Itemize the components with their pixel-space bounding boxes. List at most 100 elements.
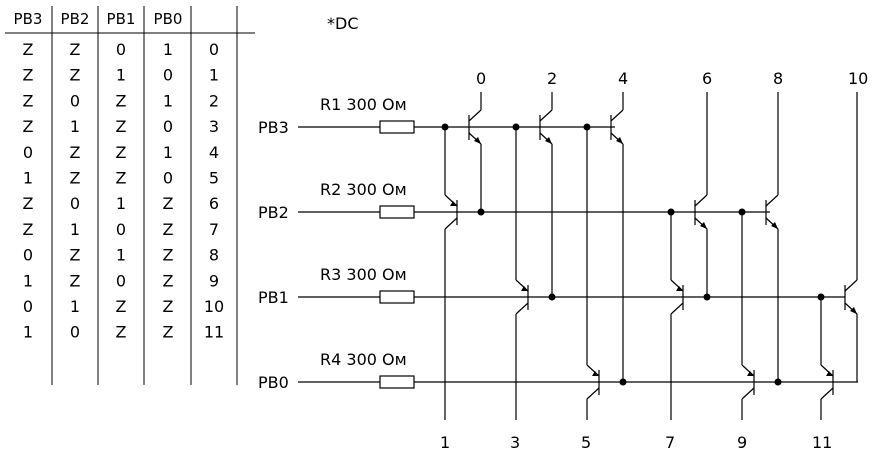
table-cell: 3 [209,117,219,136]
junction-dot [817,293,825,301]
port-line-pb1: PB1 R3 300 Ом [258,265,845,307]
transistor-q1 [444,127,458,420]
table-cell: 0 [209,40,219,59]
junction-dot [619,378,627,386]
top-output-labels: 0 2 4 6 8 10 [476,69,868,88]
table-cell: 0 [116,40,126,59]
junction-dots [441,123,825,386]
output-label-bottom: 9 [737,433,747,452]
output-label-top: 2 [547,69,557,88]
junction-dot [583,123,591,131]
table-cell: Z [70,169,81,188]
table-cell: Z [23,117,34,136]
table-cell: 11 [204,323,224,342]
table-cell: Z [70,66,81,85]
table-header-cell: PB3 [14,10,43,28]
table-cell: 7 [209,220,219,239]
junction-dot [441,123,449,131]
port-label: PB1 [258,288,289,307]
table-cell: 0 [163,66,173,85]
junction-dot [512,123,520,131]
table-header-cell: PB1 [107,10,136,28]
transistor-q0 [468,92,482,212]
resistor-r4 [379,375,415,389]
port-label: PB0 [258,373,289,392]
table-cell: Z [116,323,127,342]
table-cell: Z [70,246,81,265]
table-cell: 1 [70,297,80,316]
table-cell: 1 [23,169,33,188]
port-line-pb0: PB0 R4 300 Ом [258,350,858,392]
table-cell: Z [23,40,34,59]
table-header-cell: PB2 [61,10,90,28]
transistor-q9 [741,212,755,420]
table-cell: 0 [70,323,80,342]
resistor-label: R1 300 Ом [320,95,407,114]
output-label-top: 6 [702,69,712,88]
table-cell: 0 [23,246,33,265]
table-cell: 1 [163,40,173,59]
table-cell: 10 [204,297,224,316]
table-cell: Z [163,297,174,316]
table-cell: 1 [209,66,219,85]
output-label-top: 0 [476,69,486,88]
table-cell: 0 [163,117,173,136]
table-cell: Z [163,323,174,342]
schematic-title: *DC [327,14,359,33]
table-cell: Z [163,194,174,213]
output-label-bottom: 5 [581,433,591,452]
table-cell: Z [23,66,34,85]
table-cell: Z [116,169,127,188]
output-label-top: 8 [773,69,783,88]
port-line-pb3: PB3 R1 300 Ом [258,95,615,137]
resistor-label: R3 300 Ом [320,265,407,284]
table-cell: Z [163,246,174,265]
table-cell: Z [116,297,127,316]
table-cell: 9 [209,271,219,290]
resistor-r3 [379,290,415,304]
junction-dot [738,208,746,216]
output-label-top: 4 [618,69,628,88]
table-cell: 0 [116,271,126,290]
table-row: Z 1 Z 0 3 [23,117,220,136]
table-cell: Z [116,91,127,110]
table-cell: Z [163,220,174,239]
table-cell: 0 [23,143,33,162]
table-cell: Z [116,117,127,136]
transistor-q11 [820,297,834,420]
table-cell: 1 [70,117,80,136]
table-cell: Z [70,271,81,290]
junction-dot [774,378,782,386]
table-cell: Z [163,271,174,290]
table-cell: 2 [209,91,219,110]
transistor-q5 [586,127,600,420]
table-cell: 0 [70,91,80,110]
junction-dot [548,293,556,301]
port-line-pb2: PB2 R2 300 Ом [258,180,770,222]
resistor-label: R4 300 Ом [320,350,407,369]
table-cell: 5 [209,169,219,188]
output-label-bottom: 11 [812,433,832,452]
table-cell: 1 [163,143,173,162]
output-label-bottom: 1 [440,433,450,452]
table-cell: 8 [209,246,219,265]
junction-dot [667,208,675,216]
port-label: PB2 [258,203,289,222]
table-cell: 1 [70,220,80,239]
output-label-bottom: 3 [510,433,520,452]
resistor-r2 [379,205,415,219]
table-cell: 0 [116,220,126,239]
output-label-top: 10 [848,69,868,88]
